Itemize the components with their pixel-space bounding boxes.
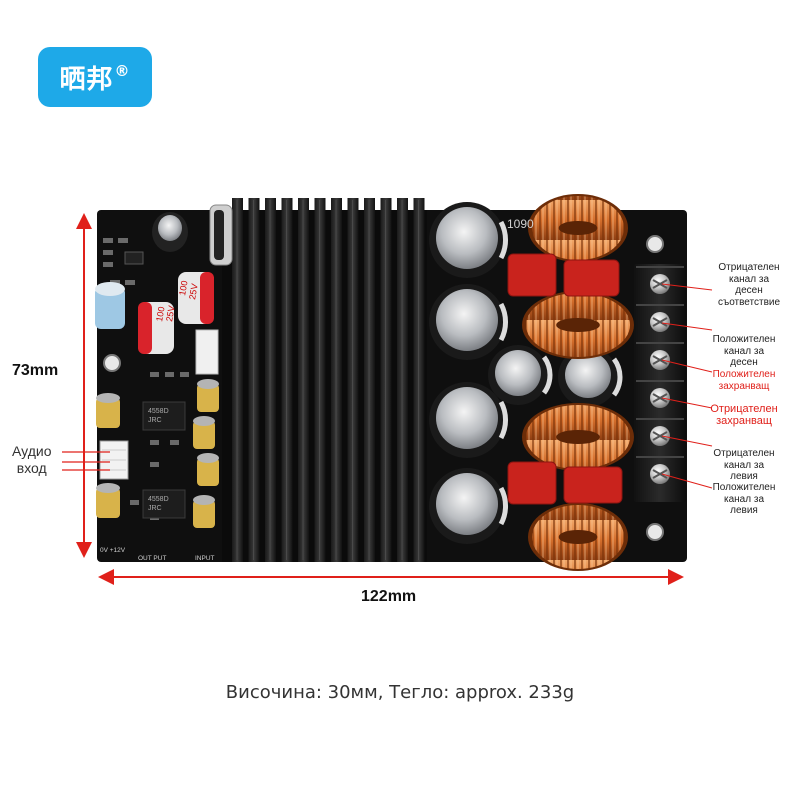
svg-text:25V: 25V — [164, 305, 177, 323]
mounting-hole — [646, 523, 664, 541]
audio-input-connector — [99, 440, 129, 480]
toroid-coils — [522, 194, 634, 571]
svg-text:4558D: 4558D — [148, 408, 169, 415]
red-film-capacitors — [507, 253, 623, 505]
terminal-screw — [650, 350, 670, 370]
electrolytic-capacitor — [429, 468, 509, 544]
electrolytic-capacitor — [429, 284, 509, 360]
toroid-coil — [528, 194, 628, 262]
speaker-terminal-block — [634, 264, 686, 502]
blue-capacitor — [95, 282, 125, 329]
registered-mark: ® — [114, 62, 131, 80]
width-dimension-label: 122mm — [361, 588, 417, 605]
large-capacitors — [429, 202, 623, 544]
opamp-chip-2: 4558D JRC — [142, 489, 186, 519]
specs-caption: Височина: 30мм, Тегло: approx. 233g — [225, 682, 575, 703]
brand-logo-text: 晒邦 — [59, 64, 114, 95]
audio-input-label-line2: вход — [16, 460, 47, 476]
toroid-coil — [522, 291, 634, 359]
capacitor-100-25v-b: 100 25V — [177, 272, 214, 324]
silk-input: INPUT — [195, 555, 215, 562]
svg-text:JRC: JRC — [148, 505, 162, 512]
mounting-hole — [646, 235, 664, 253]
opamp-chip-1: 4558D JRC — [142, 401, 186, 431]
svg-text:100: 100 — [177, 280, 189, 297]
audio-input-label-line1: Аудио — [12, 443, 52, 459]
silk-power: 0V +12V — [100, 547, 126, 554]
toroid-coil — [522, 403, 634, 471]
svg-text:25V: 25V — [187, 283, 200, 301]
terminal-pointer-lines — [661, 283, 713, 489]
yellow-capacitors — [96, 379, 219, 528]
audio-input-pointer-lines — [62, 451, 110, 471]
terminal-screw — [650, 274, 670, 294]
small-capacitor — [152, 212, 188, 252]
electrolytic-capacitor — [558, 347, 623, 407]
brand-logo: 晒邦® — [38, 47, 152, 107]
mounting-hole — [103, 354, 121, 372]
smd-components — [103, 238, 189, 520]
electrolytic-capacitor — [429, 202, 509, 278]
terminal-screw — [650, 388, 670, 408]
electrolytic-capacitor — [488, 345, 553, 405]
terminal-screw — [650, 464, 670, 484]
svg-text:4558D: 4558D — [148, 496, 169, 503]
white-connector — [195, 329, 219, 375]
terminal-screw — [650, 312, 670, 332]
toroid-coil — [528, 503, 628, 571]
svg-text:100: 100 — [154, 306, 166, 323]
heatsink — [209, 198, 427, 562]
model-number-fragment: 1090 — [507, 217, 534, 231]
audio-input-label: Аудио вход — [12, 443, 52, 477]
svg-text:JRC: JRC — [148, 417, 162, 424]
silk-output: OUT PUT — [138, 555, 166, 562]
terminal-screw — [650, 426, 670, 446]
electrolytic-capacitor — [429, 382, 509, 458]
height-dimension-label: 73mm — [12, 362, 59, 379]
capacitor-100-25v-a: 100 25V — [138, 302, 177, 354]
